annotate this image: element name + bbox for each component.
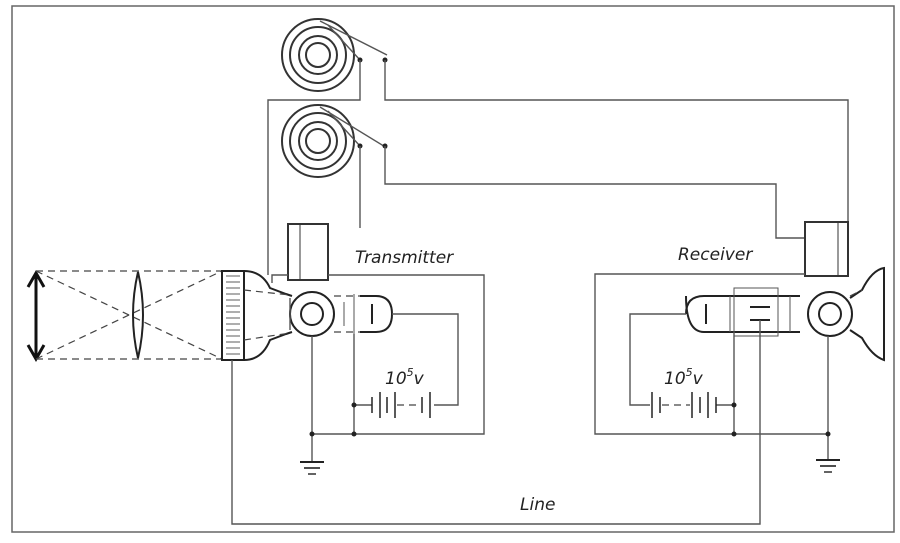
line-label: Line — [520, 495, 555, 515]
transmitter-circuit — [309, 274, 485, 462]
deflection-coil-lower — [281, 104, 388, 178]
transmitter-battery — [371, 392, 431, 418]
lens-light-paths — [35, 270, 223, 360]
transmitter-voltage-label: 105v — [385, 366, 425, 389]
receiver-battery — [651, 392, 717, 418]
lens — [132, 271, 144, 359]
transmitter-ground — [300, 461, 324, 475]
receiver-label: Receiver — [678, 245, 753, 265]
coil-wiring — [267, 60, 849, 275]
receiver-scanner-box — [804, 221, 849, 277]
transmission-line — [231, 320, 761, 525]
receiver-voltage-label: 105v — [664, 366, 704, 389]
deflection-coil-upper — [281, 18, 388, 92]
transmitter-tube — [221, 270, 394, 361]
diagram-border — [11, 5, 895, 533]
transmitter-scanner-box — [271, 223, 329, 283]
receiver-circuit — [594, 273, 831, 460]
object-arrow — [26, 269, 46, 363]
receiver-ground — [816, 459, 840, 473]
transmitter-label: Transmitter — [355, 248, 454, 268]
receiver-tube — [685, 266, 885, 362]
